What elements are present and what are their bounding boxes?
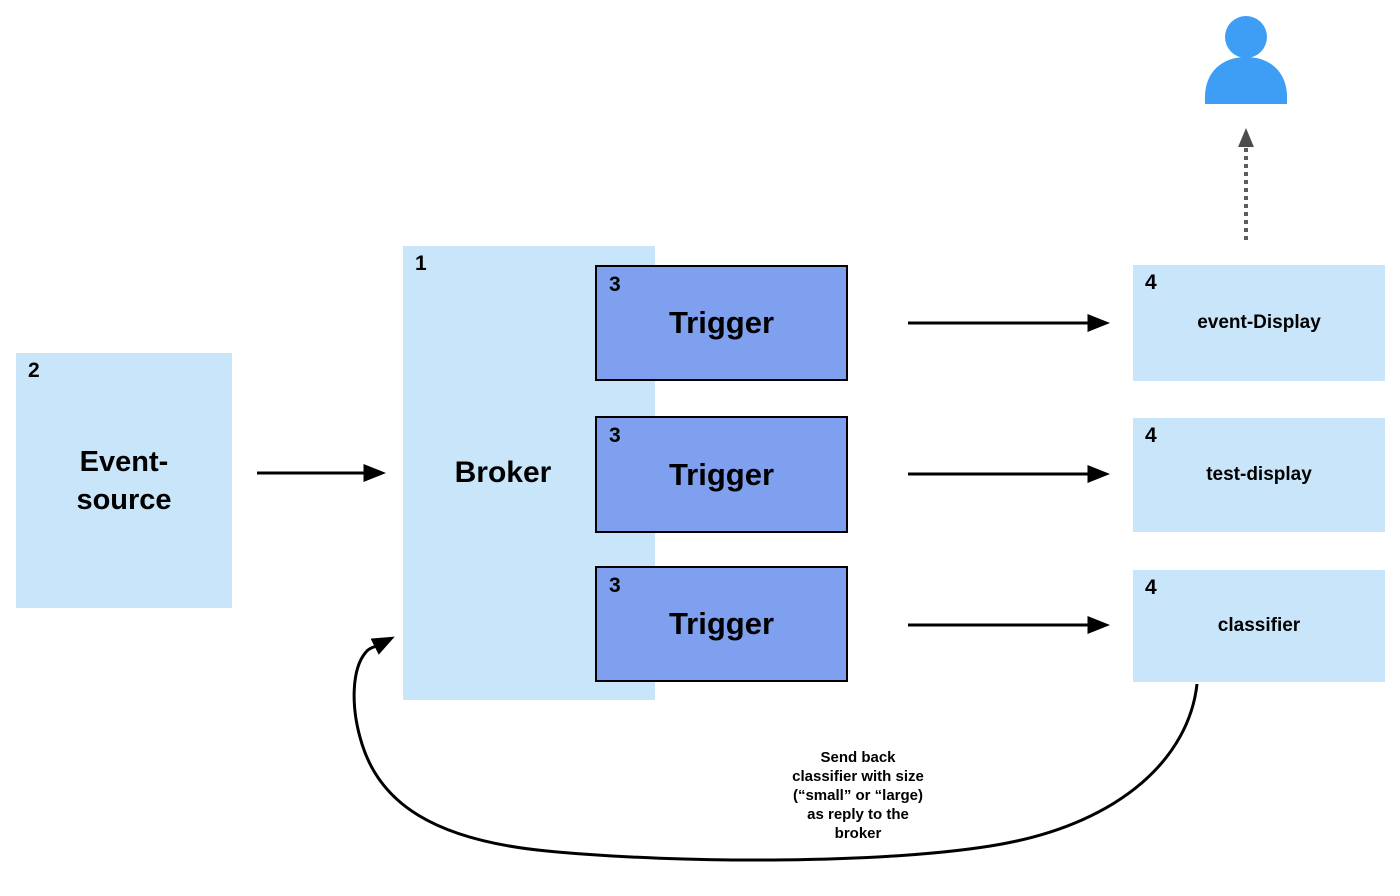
trigger-3-label: Trigger bbox=[668, 606, 775, 641]
sink-node-test-display: 4 test-display bbox=[1133, 418, 1385, 532]
reply-annotation: Send back classifier with size (“small” … bbox=[735, 748, 981, 843]
broker-number-badge: 1 bbox=[415, 252, 427, 275]
user-icon bbox=[1205, 16, 1287, 104]
sink-1-number-badge: 4 bbox=[1145, 271, 1157, 294]
sink-node-classifier: 4 classifier bbox=[1133, 570, 1385, 682]
event-source-label-line2: source bbox=[76, 483, 172, 516]
trigger-1-number-badge: 3 bbox=[609, 273, 621, 296]
sink-2-number-badge: 4 bbox=[1145, 424, 1157, 447]
trigger-2-number-badge: 3 bbox=[609, 424, 621, 447]
sink-1-label: event-Display bbox=[1197, 312, 1321, 333]
event-source-label: Event- source bbox=[16, 353, 232, 608]
reply-annotation-line4: as reply to the bbox=[807, 806, 909, 823]
sink-2-label: test-display bbox=[1206, 464, 1312, 485]
trigger-node-3: 3 Trigger bbox=[595, 566, 848, 682]
reply-annotation-line5: broker bbox=[834, 825, 882, 842]
trigger-node-1: 3 Trigger bbox=[595, 265, 848, 381]
trigger-node-2: 3 Trigger bbox=[595, 416, 848, 533]
reply-annotation-line2: classifier with size bbox=[792, 768, 924, 785]
trigger-2-label: Trigger bbox=[668, 456, 775, 492]
broker-label: Broker bbox=[454, 456, 552, 489]
trigger-1-label: Trigger bbox=[668, 305, 775, 340]
event-source-node: 2 Event- source bbox=[16, 353, 232, 608]
sink-3-label: classifier bbox=[1217, 615, 1301, 636]
reply-annotation-line3: (“small” or “large) bbox=[792, 787, 924, 804]
trigger-3-number-badge: 3 bbox=[609, 574, 621, 597]
event-source-number-badge: 2 bbox=[28, 359, 40, 382]
sink-3-number-badge: 4 bbox=[1145, 576, 1157, 599]
reply-annotation-line1: Send back bbox=[820, 749, 896, 766]
event-source-label-line1: Event- bbox=[79, 445, 169, 478]
sink-node-event-display: 4 event-Display bbox=[1133, 265, 1385, 381]
